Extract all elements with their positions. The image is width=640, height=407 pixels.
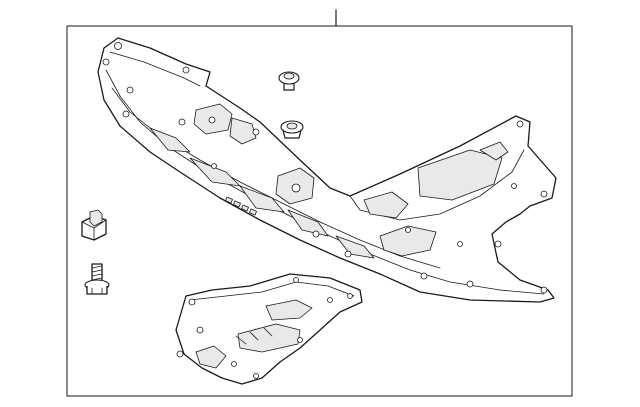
mounting-holes	[102, 42, 548, 294]
diagram-frame	[66, 25, 573, 397]
splash-shield[interactable]	[175, 273, 363, 385]
flange-bolt-icon[interactable]	[84, 263, 110, 295]
push-pin-clip-icon[interactable]	[278, 71, 300, 91]
u-nut-clip-icon[interactable]	[81, 209, 107, 241]
vent-slots	[225, 196, 257, 216]
engine-under-cover[interactable]	[97, 37, 557, 303]
grommet-icon[interactable]	[280, 120, 304, 139]
